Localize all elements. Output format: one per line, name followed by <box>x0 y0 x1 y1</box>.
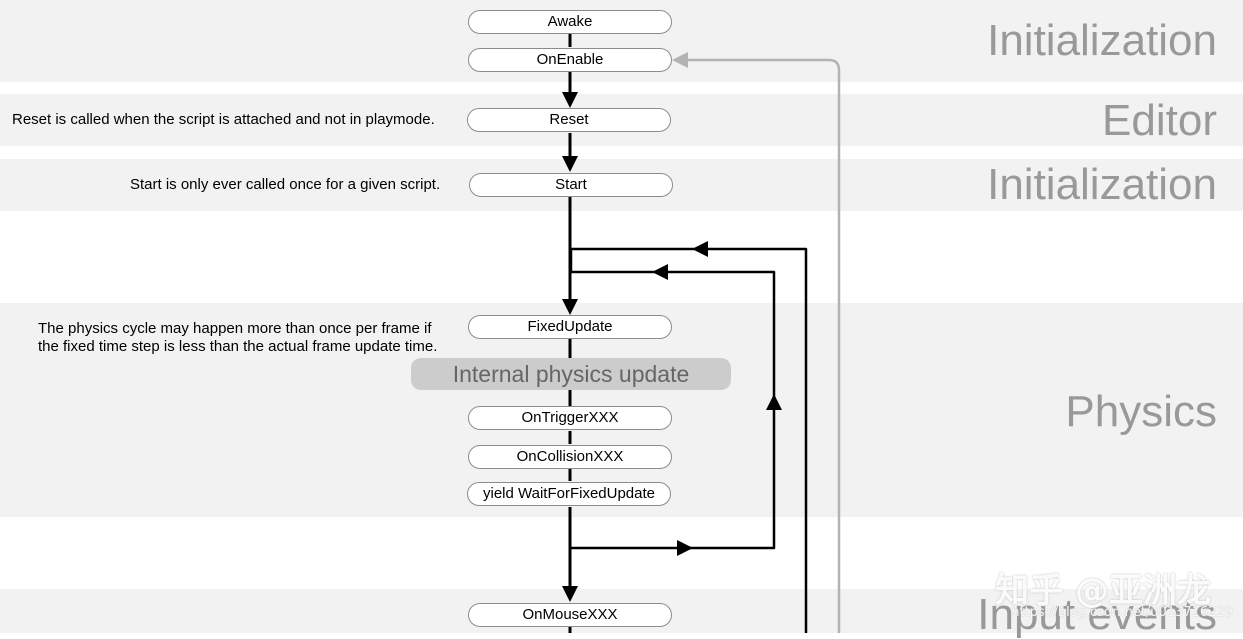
onmouse-node: OnMouseXXX <box>468 603 672 627</box>
start-note: Start is only ever called once for a giv… <box>130 176 441 193</box>
start-node: Start <box>469 173 673 197</box>
arrowhead-physics-loop-up <box>766 394 782 410</box>
onenable-return-path <box>688 58 841 633</box>
watermark-brand: 知乎 @亚洲龙 <box>995 571 1211 611</box>
section-label-physics: Physics <box>1065 387 1217 436</box>
fixedupdate-node: FixedUpdate <box>468 315 672 339</box>
arrowhead-to-reset <box>562 92 578 108</box>
arrowhead-to-onenable <box>672 52 688 68</box>
arrowhead-to-start <box>562 156 578 172</box>
section-label-editor: Editor <box>1102 96 1217 145</box>
reset-note: Reset is called when the script is attac… <box>12 111 435 128</box>
ontrigger-node: OnTriggerXXX <box>468 406 672 430</box>
onenable-node: OnEnable <box>468 48 672 72</box>
internal-physics-update-block: Internal physics update <box>411 358 731 390</box>
oncollision-node: OnCollisionXXX <box>468 445 672 469</box>
physics-note-line-2: the fixed time step is less than the act… <box>38 338 438 355</box>
arrowhead-to-fixedupdate <box>562 299 578 315</box>
physics-note-line-1: The physics cycle may happen more than o… <box>38 320 432 337</box>
section-label-input-events: Input events <box>977 590 1217 639</box>
reset-node: Reset <box>467 108 671 132</box>
frame-loop-path <box>569 247 808 633</box>
arrowhead-physics-loop-left <box>652 264 668 280</box>
physics-loop-path <box>568 270 776 550</box>
section-label-initialization-2: Initialization <box>987 160 1217 209</box>
watermark-url: https://blog.csdn.net/u013716229 <box>1011 605 1233 620</box>
arrowhead-physics-loop-right <box>677 540 693 556</box>
arrowhead-to-onmouse <box>562 586 578 602</box>
yield-waitforfixedupdate-node: yield WaitForFixedUpdate <box>467 482 671 506</box>
awake-node: Awake <box>468 10 672 34</box>
section-label-initialization: Initialization <box>987 16 1217 65</box>
arrowhead-frame-loop-left <box>692 241 708 257</box>
